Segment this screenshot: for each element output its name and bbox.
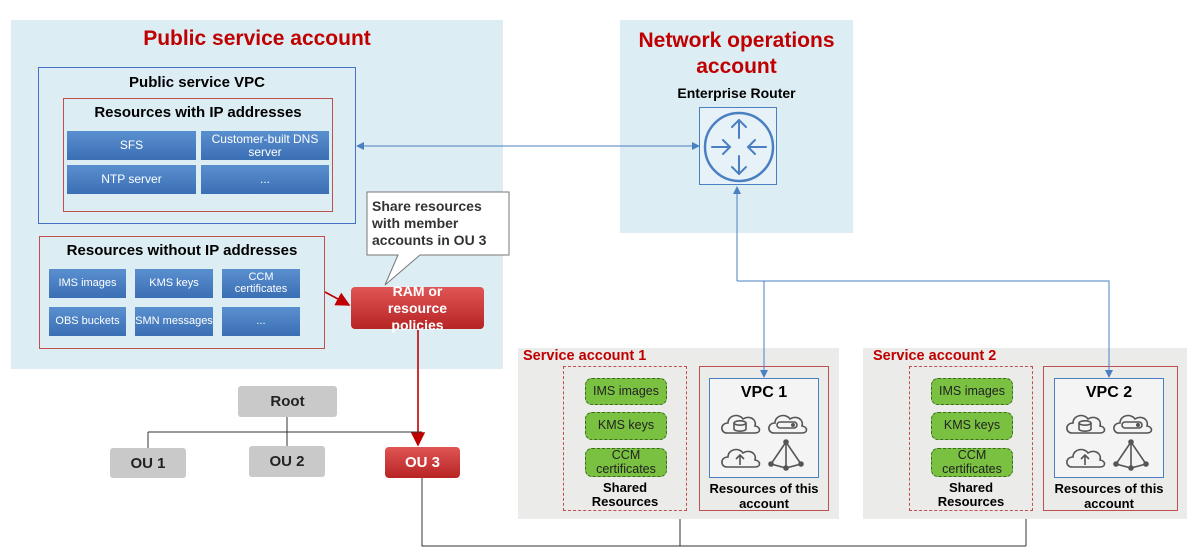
- more-non-ip-resources: ...: [222, 307, 300, 336]
- shared-resources-1-caption: Shared Resources: [591, 480, 659, 509]
- vpc-1-label: VPC 1: [740, 384, 788, 401]
- resources-without-ip-title: Resources without IP addresses: [66, 242, 298, 259]
- sfs-resource: SFS: [67, 131, 196, 160]
- smn-messages-resource: SMN messages: [135, 307, 213, 336]
- public-service-vpc: [38, 67, 356, 224]
- ims-images-shared-2: IMS images: [931, 378, 1013, 405]
- kms-keys-shared-2: KMS keys: [931, 412, 1013, 440]
- public-service-account-title: Public service account: [143, 27, 371, 50]
- router-icon: [699, 107, 777, 185]
- callout-text: Share resources with member accounts in …: [372, 198, 487, 248]
- vpc-2-label: VPC 2: [1085, 384, 1133, 401]
- kms-keys-resource: KMS keys: [135, 269, 213, 298]
- ccm-certificates-resource: CCM certificates: [222, 269, 300, 298]
- enterprise-router-label: Enterprise Router: [677, 85, 796, 101]
- more-ip-resources: ...: [201, 165, 329, 194]
- vpc-1-service-icons: [721, 414, 808, 471]
- root-node: Root: [238, 386, 337, 417]
- ram-policy-box: RAM or resource policies: [351, 283, 484, 333]
- own-resources-2-box: [1043, 366, 1178, 511]
- ccm-certificates-shared-2: CCM certificates: [931, 448, 1013, 477]
- shared-resources-2-caption: Shared Resources: [937, 480, 1005, 509]
- vpc-2-service-icons: [1066, 414, 1153, 471]
- resources-with-ip-title: Resources with IP addresses: [94, 104, 302, 121]
- obs-buckets-resource: OBS buckets: [49, 307, 126, 336]
- public-service-vpc-title: Public service VPC: [129, 74, 265, 91]
- ims-images-shared-1: IMS images: [585, 378, 667, 405]
- kms-keys-shared-1: KMS keys: [585, 412, 667, 440]
- service-account-1-title: Service account 1: [523, 348, 647, 364]
- resources-without-ip-box: [39, 236, 325, 349]
- ntp-server-resource: NTP server: [67, 165, 196, 194]
- ou2-node: OU 2: [249, 446, 325, 477]
- own-resources-2-caption: Resources of this account: [1054, 481, 1164, 511]
- dns-server-resource: Customer-built DNS server: [201, 131, 329, 160]
- ims-images-resource: IMS images: [49, 269, 126, 298]
- ou1-node: OU 1: [110, 448, 186, 478]
- network-operations-title: Network operations account: [638, 29, 835, 78]
- resources-with-ip-box: [63, 98, 333, 212]
- ou3-node: OU 3: [385, 447, 460, 478]
- ccm-certificates-shared-1: CCM certificates: [585, 448, 667, 477]
- own-resources-1-caption: Resources of this account: [709, 481, 819, 511]
- service-account-2-title: Service account 2: [873, 348, 997, 364]
